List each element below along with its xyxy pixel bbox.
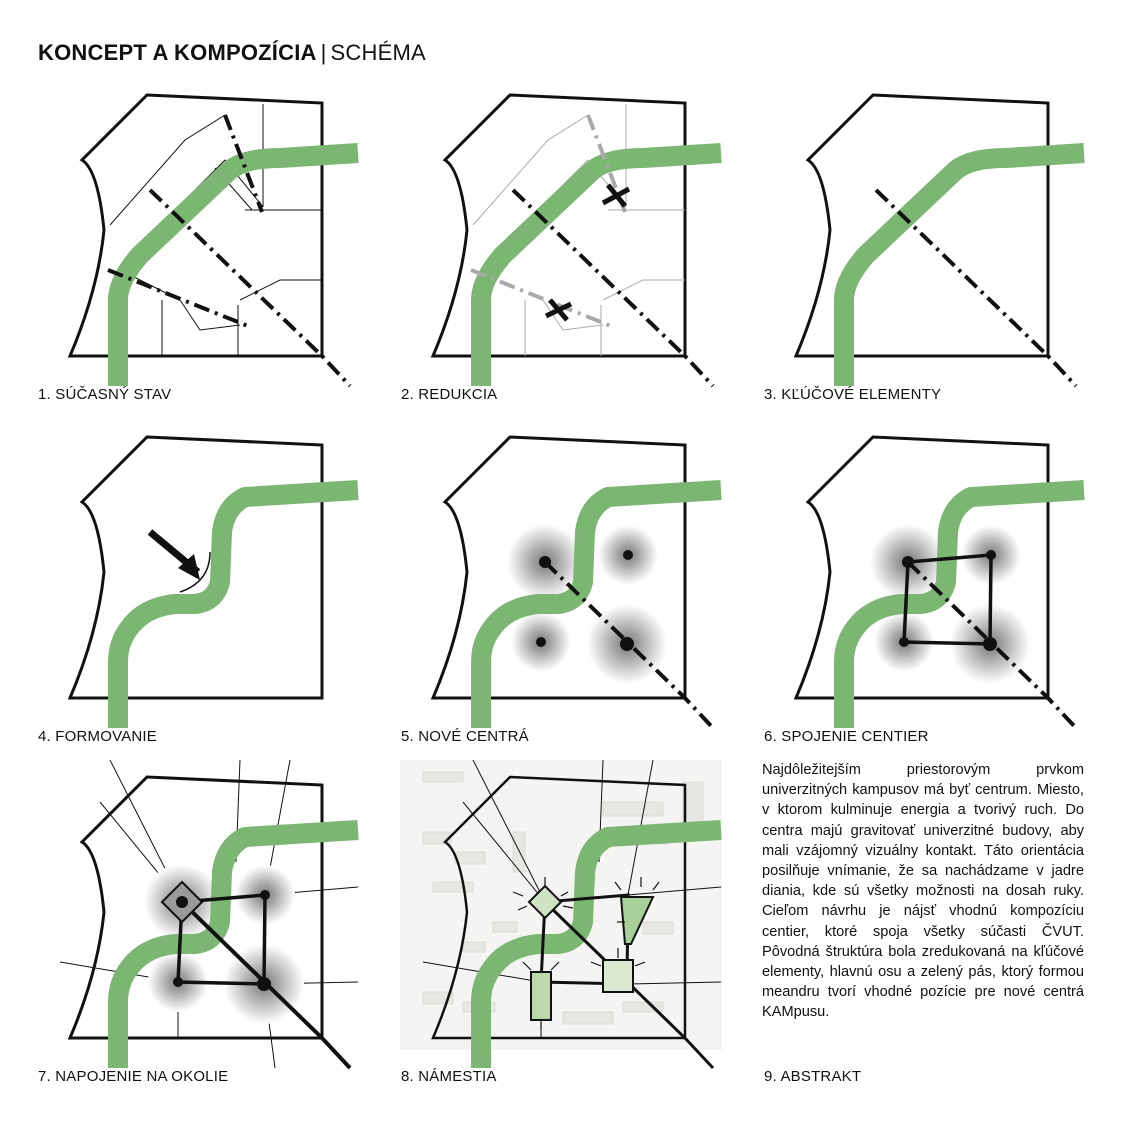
caption-9: 9. ABSTRAKT — [764, 1068, 862, 1085]
abstract-paragraph: Najdôležitejším priestorovým prvkom univ… — [762, 762, 1084, 1021]
diagram-5 — [430, 435, 722, 730]
cross-mark-upper — [601, 183, 631, 208]
page-title: KONCEPT A KOMPOZÍCIA|SCHÉMA — [38, 40, 426, 66]
diagram-2 — [430, 93, 722, 388]
diagram-8 — [400, 759, 722, 1070]
title-separator: | — [320, 40, 327, 65]
diagram-1 — [67, 93, 359, 388]
diagram-4 — [67, 435, 359, 728]
caption-1: 1. SÚČASNÝ STAV — [38, 386, 172, 403]
diagram-6 — [793, 435, 1085, 730]
caption-4: 4. FORMOVANIE — [38, 728, 158, 745]
title-subtitle: SCHÉMA — [330, 40, 426, 65]
title-main: KONCEPT A KOMPOZÍCIA — [38, 40, 317, 65]
caption-2: 2. REDUKCIA — [401, 386, 498, 403]
caption-8: 8. NÁMESTIA — [401, 1068, 497, 1085]
abstract-text: Najdôležitejším priestorovým prvkom univ… — [762, 760, 1084, 1023]
caption-7: 7. NAPOJENIE NA OKOLIE — [38, 1068, 229, 1085]
caption-3: 3. KĽÚČOVÉ ELEMENTY — [764, 386, 942, 403]
caption-6: 6. SPOJENIE CENTIER — [764, 728, 929, 745]
cross-mark-lower — [544, 298, 573, 322]
diagram-7 — [59, 759, 359, 1070]
diagram-3 — [793, 93, 1085, 388]
caption-5: 5. NOVÉ CENTRÁ — [401, 728, 529, 745]
